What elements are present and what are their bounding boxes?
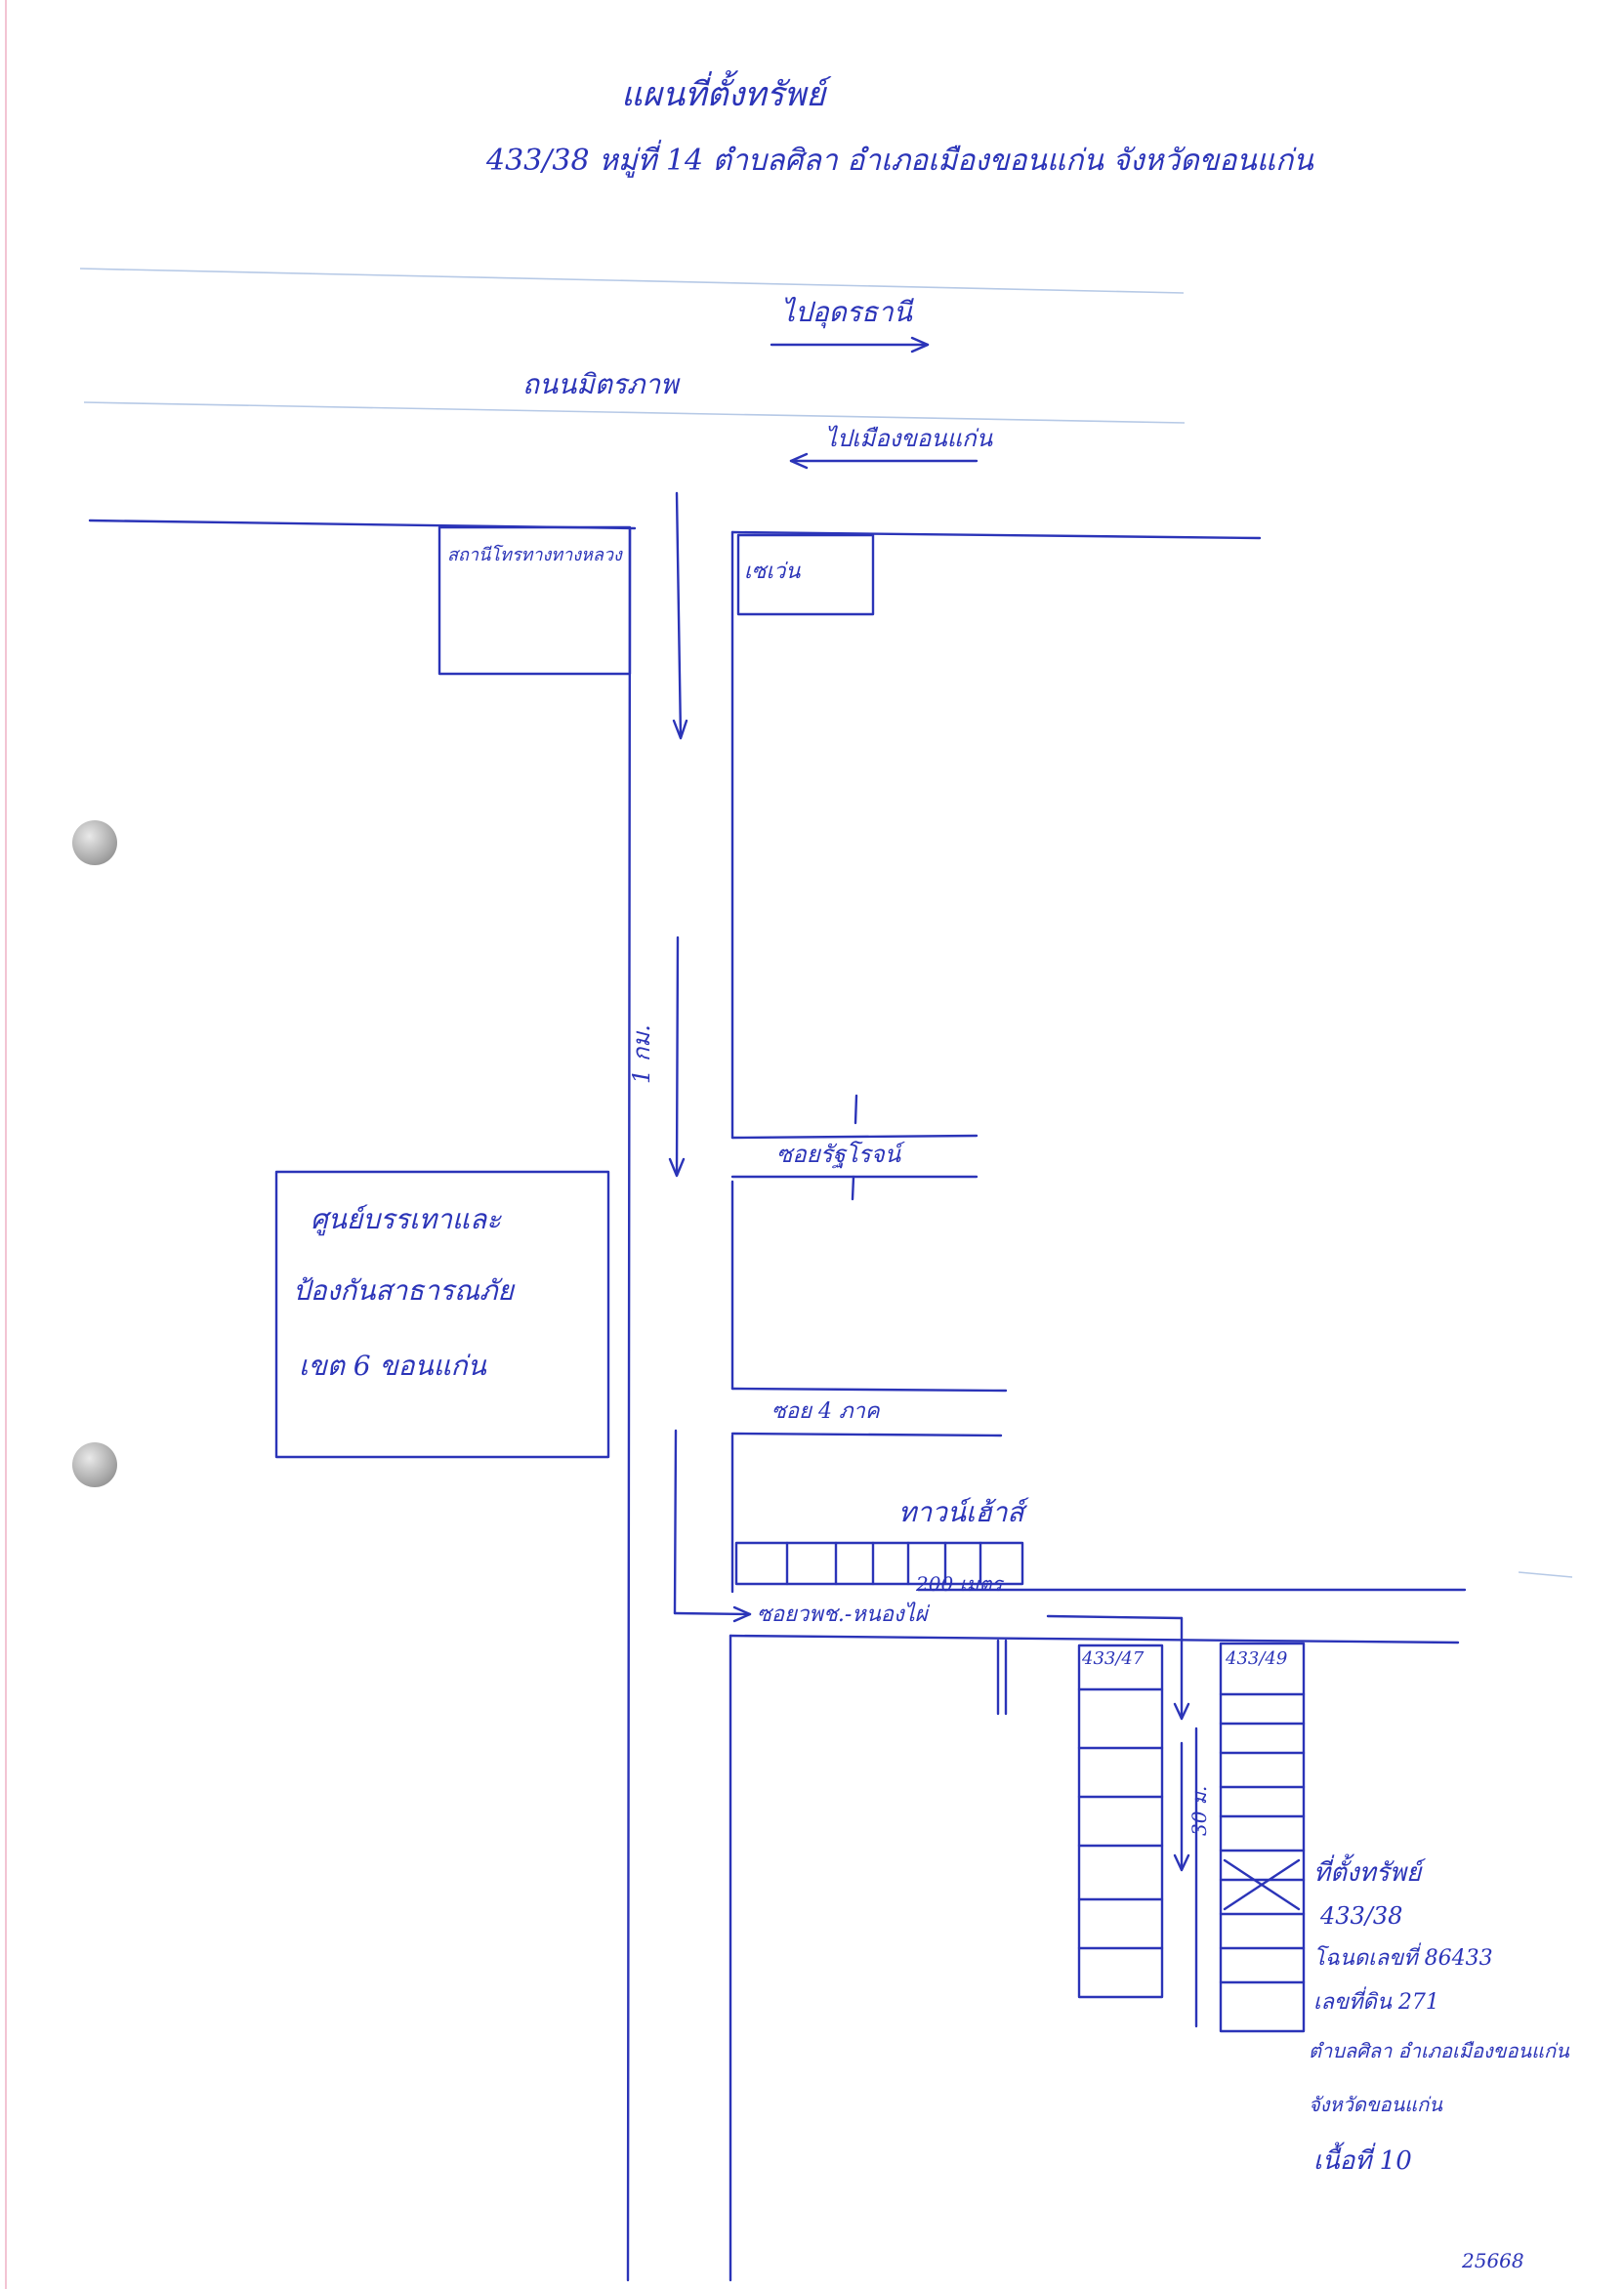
label-main-road: ถนนมิตรภาพ [522,368,679,400]
main-road-edge-top [79,268,1185,294]
label-unit-49: 433/49 [1226,1648,1288,1669]
soi-line [729,1634,1460,1644]
note-subdistrict: ตำบลศิลา อำเภอเมืองขอนแก่น [1309,2039,1569,2062]
arrow-lane-down [1173,1616,1190,1872]
label-distance-200m: 200 เมตร [916,1572,1003,1596]
property-marker-x [1223,1858,1301,1911]
label-to-khonkaen: ไปเมืองขอนแก่น [825,425,993,452]
direction-arrow-to-khonkaen [789,452,979,470]
label-distance-30m: 30 ม. [1187,1785,1211,1836]
page-code: 25668 [1462,2249,1524,2272]
highway-police-box [437,525,632,676]
note-property-number: 433/38 [1320,1902,1403,1930]
direction-arrow-to-udon [770,336,930,354]
binder-hole [72,820,117,865]
property-address: 433/38 หมู่ที่ 14 ตำบลศิลา อำเภอเมืองขอน… [486,144,1313,178]
side-road-west-edge [626,526,632,2282]
note-province: จังหวัดขอนแก่น [1309,2093,1442,2116]
note-land-number: เลขที่ดิน 271 [1313,1990,1439,2015]
label-soi-3: ซอยวพช.-หนองไผ่ [757,1602,928,1627]
arrow-down-1 [672,491,688,740]
label-townhouse: ทาวน์เฮ้าส์ [898,1496,1024,1528]
townhouse-row [734,1541,1024,1586]
label-disaster-center-1: ศูนย์บรรเทาและ [311,1203,502,1235]
label-disaster-center-3: เขต 6 ขอนแก่น [299,1350,486,1382]
soi-line [730,1432,1003,1437]
main-road-edge-bottom [83,401,1186,424]
disaster-center-box [274,1170,610,1459]
label-soi-2: ซอย 4 ภาค [771,1399,880,1424]
note-area: เนื้อที่ 10 [1313,2146,1412,2176]
soi-line [730,1387,1008,1393]
tick-mark [854,1094,858,1125]
tick-mark [851,1175,855,1201]
stray-mark [1518,1571,1573,1578]
note-deed-number: โฉนดเลขที่ 86433 [1313,1946,1493,1971]
label-soi-1: ซอยรัฐโรจน์ [776,1141,901,1168]
label-highway-police: สถานีโทรทางทางหลวง [447,545,622,565]
label-seven-eleven: เซเว่น [744,560,801,584]
label-unit-47: 433/47 [1082,1648,1145,1669]
soi-line [1046,1614,1184,1620]
block-433-49 [1219,1642,1306,2033]
road-edge-line [730,530,1262,540]
label-disaster-center-2: ป้องกันสาธารณภัย [293,1274,514,1307]
block-433-47 [1077,1644,1164,1999]
soi-line [730,1134,979,1140]
label-to-udon: ไปอุดรธานี [781,296,912,328]
arrow-to-soi [673,1429,752,1623]
seven-eleven-box [736,533,875,616]
note-property-location: ที่ตั้งทรัพย์ [1313,1858,1422,1888]
label-distance-1km: 1 กม. [628,1024,655,1084]
map-title: แผนที่ตั้งทรัพย์ [621,75,826,114]
binder-hole [72,1442,117,1487]
arrow-down-2 [668,936,686,1178]
